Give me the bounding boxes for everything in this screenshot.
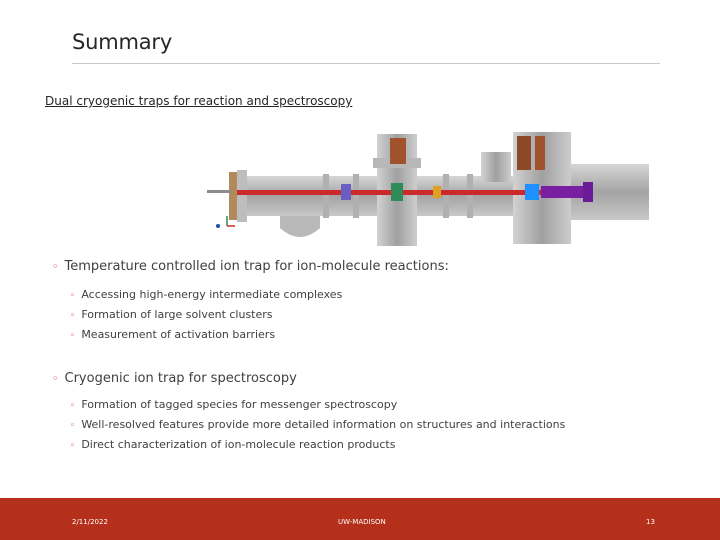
footer-date: 2/11/2022 [72,518,108,526]
section-heading: ◦Cryogenic ion trap for spectroscopy [52,371,297,386]
footer-organization: UW-MADISON [338,518,386,526]
bullet-list: ◦Temperature controlled ion trap for ion… [52,259,672,451]
page-number: 13 [646,518,655,526]
title-divider [72,63,660,64]
slide-title: Summary [72,30,173,54]
footer-bar: 2/11/2022 UW-MADISON 13 [0,498,720,540]
list-item: ◦Measurement of activation barriers [70,328,276,341]
list-item: ◦Formation of tagged species for messeng… [70,398,398,411]
slide-subtitle: Dual cryogenic traps for reaction and sp… [45,94,353,108]
list-item: ◦Accessing high-energy intermediate comp… [70,288,343,301]
list-item: ◦Direct characterization of ion-molecule… [70,438,396,451]
apparatus-diagram [205,128,655,252]
list-item: ◦Formation of large solvent clusters [70,308,273,321]
section-heading: ◦Temperature controlled ion trap for ion… [52,259,449,274]
list-item: ◦Well-resolved features provide more det… [70,418,566,431]
